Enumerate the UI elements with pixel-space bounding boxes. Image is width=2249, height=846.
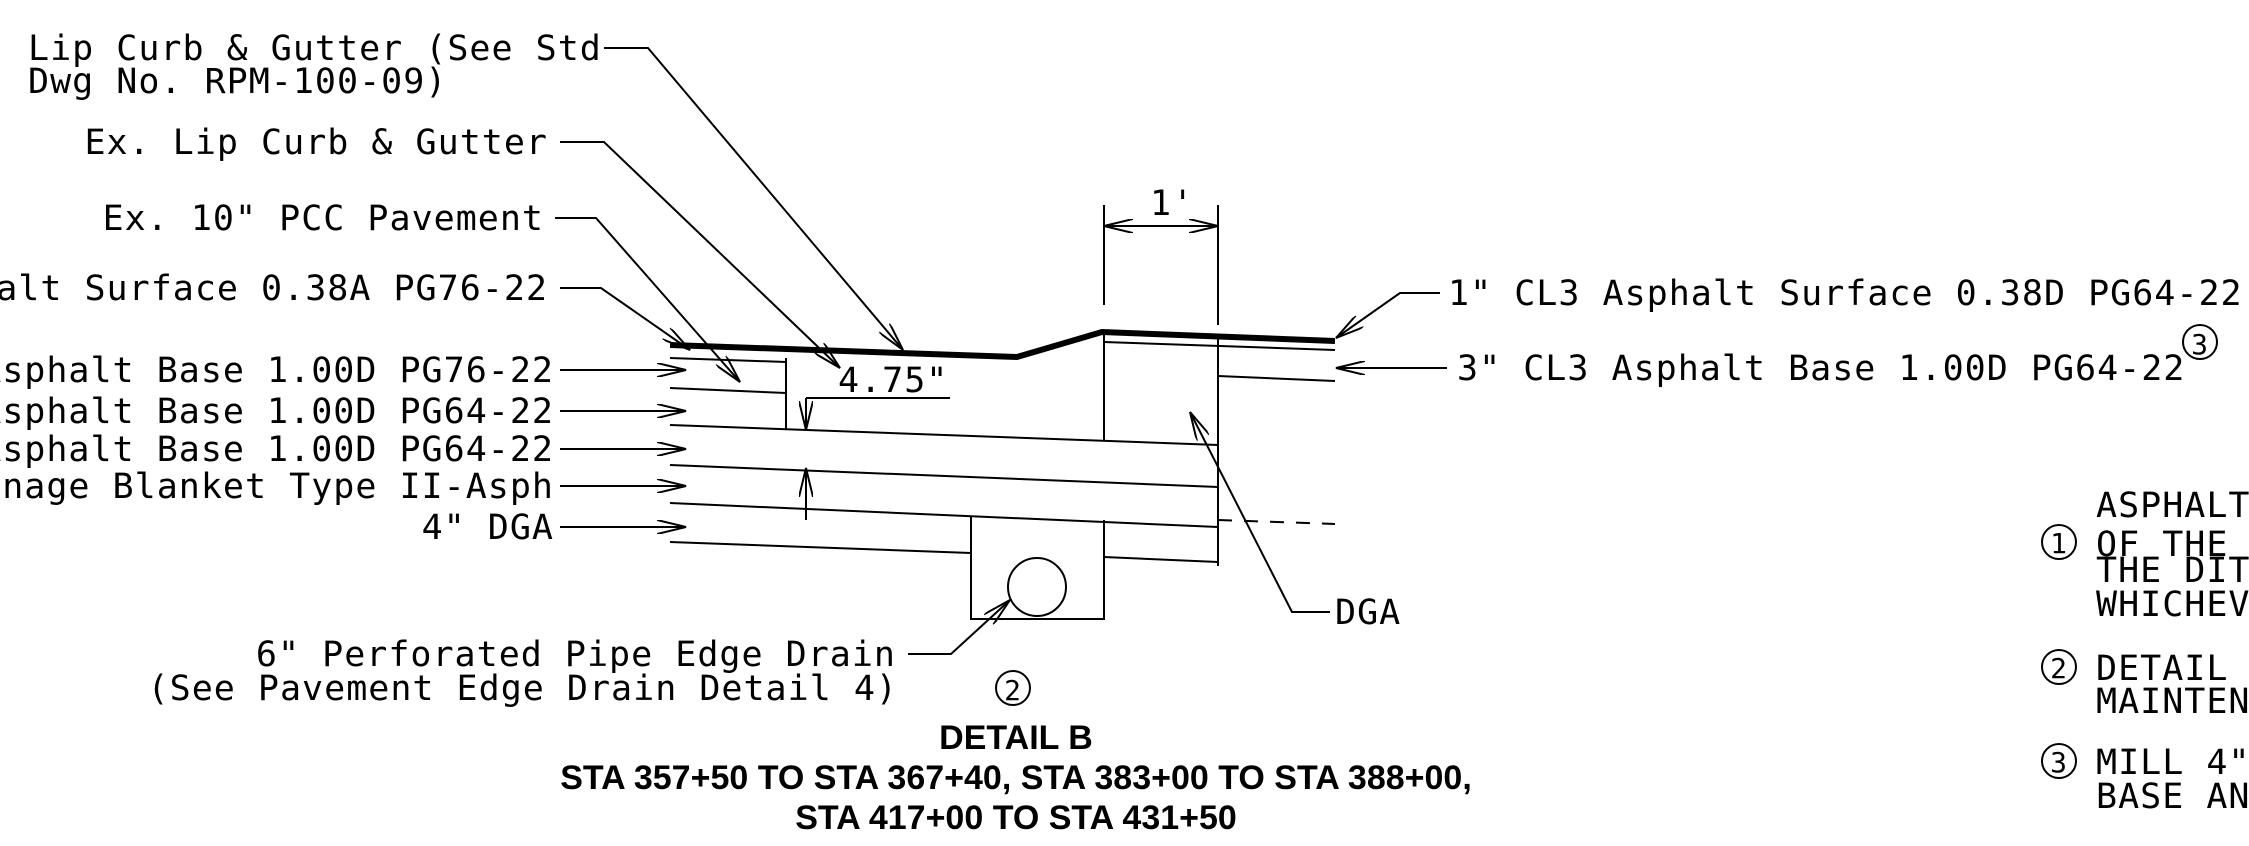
label-dga-4in: 4" DGA	[422, 508, 554, 548]
label-lip-curb-new-ref: Dwg No. RPM-100-09)	[28, 62, 447, 102]
label-asph-surface-left: halt Surface 0.38A PG76-22	[0, 269, 548, 309]
svg-text:2: 2	[2050, 652, 2068, 685]
svg-text:OF THE F: OF THE F	[2096, 525, 2249, 565]
layer-line	[669, 464, 1219, 488]
svg-text:MILL 4" E: MILL 4" E	[2096, 743, 2249, 783]
svg-text:3: 3	[2050, 746, 2068, 779]
note-3: 3 MILL 4" E BASE AND	[2041, 743, 2249, 817]
svg-text:THE DITC: THE DITC	[2096, 551, 2249, 591]
label-asph-base-1: Asphalt Base 1.00D PG76-22	[0, 351, 554, 391]
dashed-extension	[1217, 519, 1336, 525]
layer-line	[1217, 375, 1336, 382]
label-asph-surface-right: 1" CL3 Asphalt Surface 0.38D PG64-22	[1448, 274, 2243, 314]
detail-stations-2: STA 417+00 TO STA 431+50	[795, 799, 1237, 837]
label-edge-drain: 6" Perforated Pipe Edge Drain	[256, 635, 896, 675]
dimension-1ft: 1'	[1103, 184, 1219, 325]
label-ex-pcc: Ex. 10" PCC Pavement	[103, 199, 544, 239]
dimension-475in: 4.75"	[806, 361, 950, 520]
svg-text:3: 3	[2191, 328, 2209, 361]
label-drainage-blanket: ainage Blanket Type II-Asph	[0, 467, 554, 507]
label-ex-lip-curb: Ex. Lip Curb & Gutter	[84, 123, 548, 163]
callout-3: 3	[2182, 324, 2218, 361]
layer-line	[669, 502, 1219, 528]
svg-text:BASE AND: BASE AND	[2096, 777, 2249, 817]
label-asph-base-2: Asphalt Base 1.00D PG64-22	[0, 392, 554, 432]
label-edge-drain-ref: (See Pavement Edge Drain Detail 4)	[148, 669, 898, 709]
layer-line	[669, 541, 972, 554]
label-asph-base-right: 3" CL3 Asphalt Base 1.00D PG64-22	[1457, 349, 2185, 389]
detail-title: DETAIL B	[939, 719, 1093, 757]
finished-surface-line	[669, 328, 1336, 361]
leaders-left	[555, 47, 1010, 655]
svg-text:DETAIL A: DETAIL A	[2096, 649, 2249, 689]
layer-line	[669, 387, 787, 394]
svg-text:1: 1	[2050, 527, 2068, 560]
callout-2: 2	[995, 670, 1031, 707]
label-asph-base-3: Asphalt Base 1.00D PG64-22	[0, 430, 554, 470]
svg-text:MAINTENA: MAINTENA	[2096, 682, 2249, 722]
note-1: 1 ASPHALT OF THE F THE DITC WHICHEVE	[2041, 486, 2249, 625]
svg-text:WHICHEVE: WHICHEVE	[2096, 585, 2249, 625]
layer-line	[669, 357, 787, 363]
dim-475-label: 4.75"	[838, 361, 948, 401]
edge-drain-trench	[970, 517, 1105, 620]
label-lip-curb-new: Lip Curb & Gutter (See Std	[28, 29, 602, 69]
note-2: 2 DETAIL A MAINTENA	[2041, 649, 2249, 722]
layer-line	[1103, 556, 1219, 563]
label-dga-right: DGA	[1335, 593, 1401, 633]
layer-line	[1103, 341, 1336, 351]
pavement-section	[669, 328, 1336, 620]
dim-1ft-label: 1'	[1150, 184, 1194, 224]
svg-text:2: 2	[1004, 674, 1022, 707]
leaders-right	[1190, 292, 1447, 613]
layer-line	[669, 424, 1219, 446]
detail-stations-1: STA 357+50 TO STA 367+40, STA 383+00 TO …	[560, 759, 1472, 797]
svg-text:ASPHALT: ASPHALT	[2096, 486, 2249, 526]
perforated-pipe	[1007, 557, 1067, 617]
